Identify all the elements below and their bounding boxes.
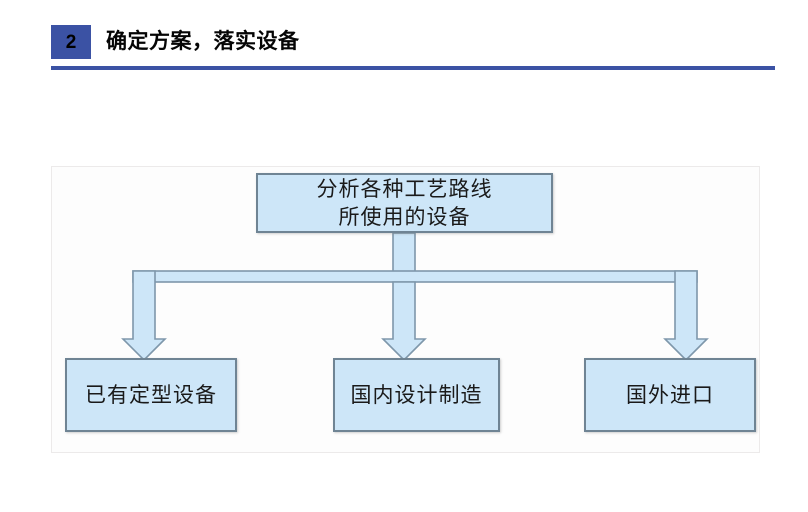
flowchart-node-label: 分析各种工艺路线 所使用的设备 [316,177,493,229]
connector-distribution-bar [132,270,698,283]
flowchart-node-foreign-import[interactable]: 国外进口 [584,358,756,432]
slide-header: 2 确定方案，落实设备 [0,0,808,80]
flowchart-panel: 分析各种工艺路线 所使用的设备 已有定型设备 国内设计制造 国外进口 [51,166,760,453]
connector-root-stem [392,232,416,283]
flowchart-node-label: 已有定型设备 [85,383,217,407]
connector-arrow-right [663,270,709,362]
header-divider [51,66,775,70]
connector-arrow-center [381,281,427,362]
flowchart-node-analyze-equipment[interactable]: 分析各种工艺路线 所使用的设备 [256,173,553,233]
flowchart-node-existing-equipment[interactable]: 已有定型设备 [65,358,237,432]
page-title: 确定方案，落实设备 [106,30,300,53]
flowchart-node-label: 国内设计制造 [350,383,483,407]
step-number-badge: 2 [51,25,91,59]
flowchart-node-label: 国外进口 [626,383,714,407]
flowchart-node-domestic-manufacture[interactable]: 国内设计制造 [333,358,500,432]
connector-arrow-left [121,270,167,362]
